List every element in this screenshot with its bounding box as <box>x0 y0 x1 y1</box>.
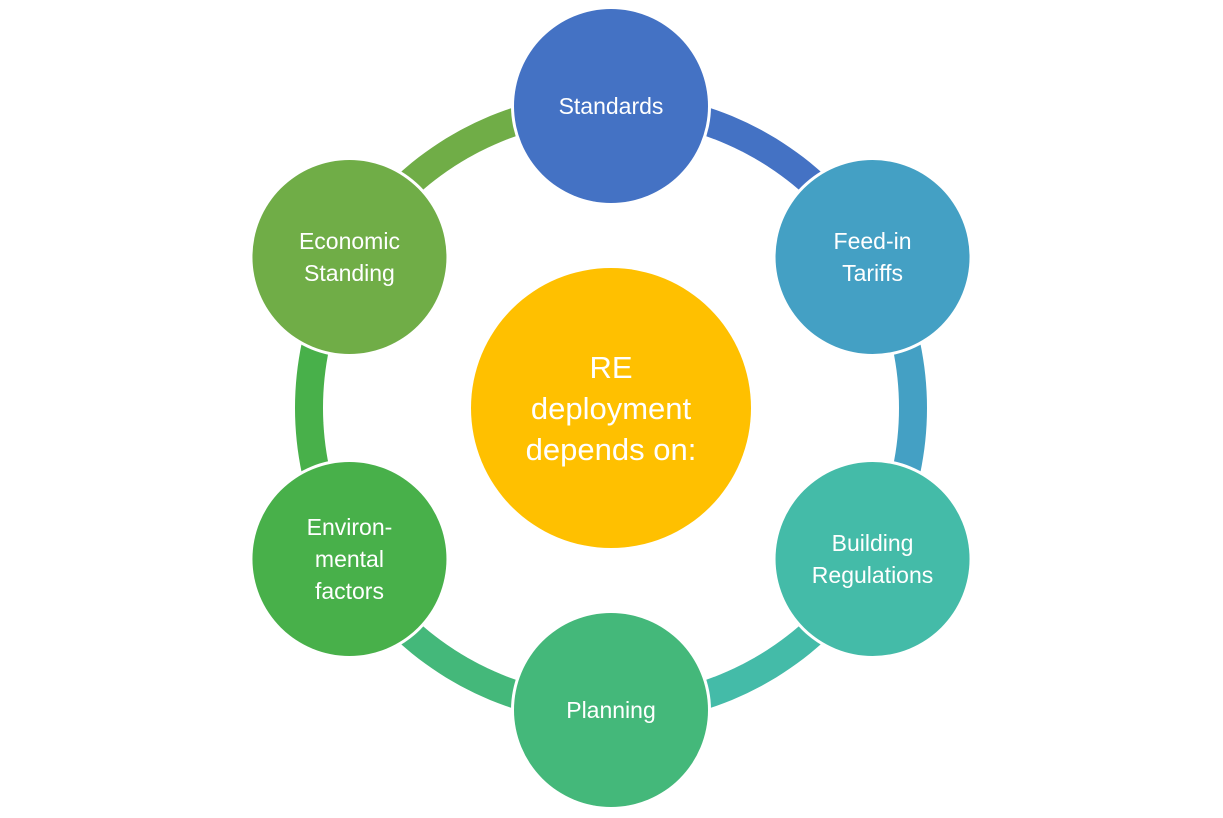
node-circle <box>514 613 708 807</box>
node-circle <box>252 462 447 656</box>
node-standards: Standards <box>511 6 711 206</box>
node-label-line: Planning <box>566 697 656 723</box>
node-label-line: factors <box>315 578 384 604</box>
node-label-line: Economic <box>299 228 400 254</box>
outer-nodes: StandardsFeed-inTariffsBuildingRegulatio… <box>249 6 973 810</box>
node-label-line: Standing <box>304 260 395 286</box>
node-label-line: Regulations <box>812 562 933 588</box>
node-circle <box>775 462 970 656</box>
node-circle <box>775 160 970 354</box>
node-label-line: mental <box>315 546 384 572</box>
node-circle <box>514 9 708 203</box>
node-label-line: Building <box>832 530 914 556</box>
node-circle <box>252 160 447 354</box>
node-label-line: depends on: <box>526 432 697 467</box>
node-label-line: Tariffs <box>842 260 903 286</box>
node-label-line: Environ- <box>307 514 393 540</box>
center-circle <box>471 268 751 548</box>
center-node: RE deployment depends on: <box>471 268 751 548</box>
node-planning: Planning <box>511 610 711 810</box>
node-environmental-factors: Environ-mental factors <box>249 459 450 659</box>
node-label-line: deployment <box>531 391 692 426</box>
node-label-line: Standards <box>559 93 664 119</box>
node-label-line: RE <box>589 350 632 385</box>
node-label-line: Feed-in <box>834 228 912 254</box>
